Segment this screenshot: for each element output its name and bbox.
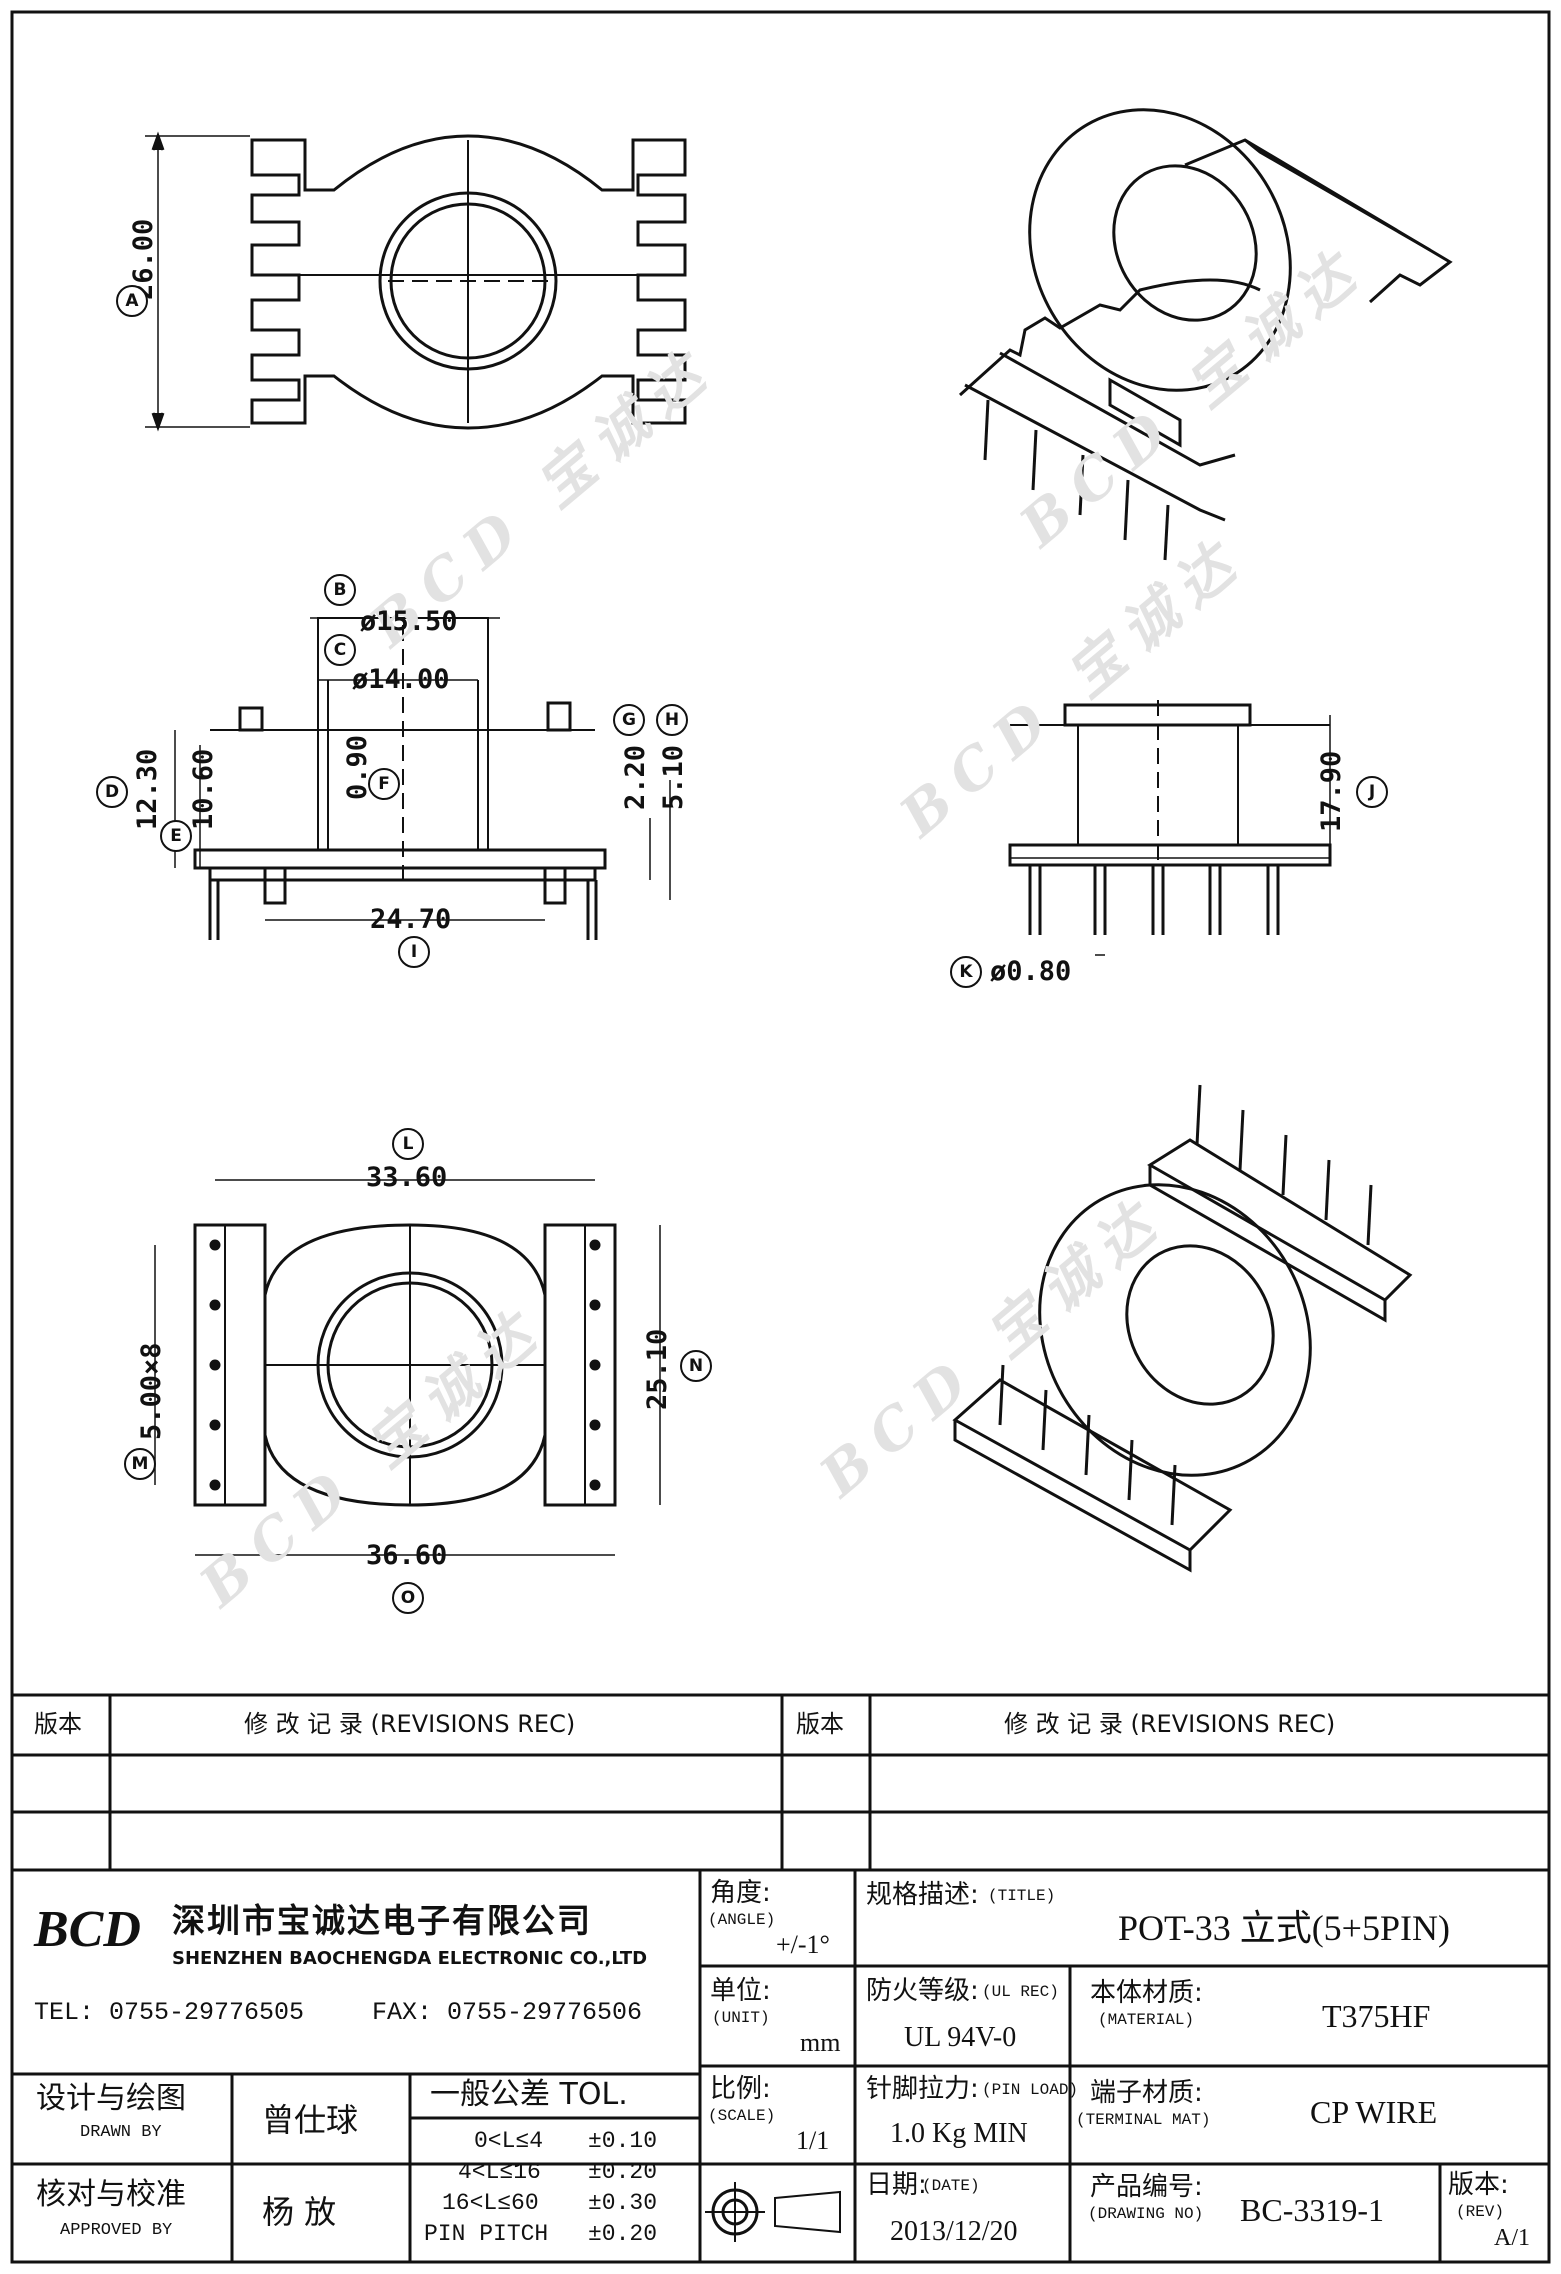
scale-en: (SCALE) xyxy=(708,2107,776,2125)
approved-by-en: APPROVED BY xyxy=(60,2221,173,2240)
drawing-no-value: BC-3319-1 xyxy=(1240,2192,1384,2228)
tolerance-range: PIN PITCH xyxy=(424,2221,549,2247)
marker-label: K xyxy=(950,956,982,988)
unit-value: mm xyxy=(800,2028,841,2057)
dimension-label: ø0.80 xyxy=(990,956,1072,987)
isometric-view-top xyxy=(958,108,1453,561)
unit-en: (UNIT) xyxy=(712,2009,770,2027)
dimension-label: ø14.00 xyxy=(352,664,450,695)
company-name-cn: 深圳市宝诚达电子有限公司 xyxy=(172,1901,592,1940)
rev-en: (REV) xyxy=(1456,2203,1505,2221)
material-value: T375HF xyxy=(1322,1998,1431,2034)
company-tel: TEL: 0755-29776505 xyxy=(34,1998,305,2027)
tolerance-value: ±0.20 xyxy=(588,2221,658,2247)
marker-label: M xyxy=(124,1448,156,1480)
date-en: (DATE) xyxy=(922,2177,980,2195)
marker-label: J xyxy=(1356,776,1388,808)
rev-value: A/1 xyxy=(1494,2225,1530,2251)
tolerance-value: ±0.20 xyxy=(588,2159,658,2185)
bottom-view xyxy=(154,1179,661,1556)
marker-label: L xyxy=(392,1128,424,1160)
terminal-en: (TERMINAL MAT) xyxy=(1076,2111,1211,2129)
material-label: 本体材质: xyxy=(1090,1978,1203,2008)
angle-label: 角度: xyxy=(710,1878,771,1908)
company-logo: BCD xyxy=(34,1901,141,1958)
pin-load-label: 针脚拉力: xyxy=(866,2074,979,2104)
scale-value: 1/1 xyxy=(796,2126,830,2155)
side-view-left xyxy=(174,617,671,940)
fire-rating-label: 防火等级: xyxy=(866,1976,979,2006)
marker-label: C xyxy=(324,634,356,666)
dimension-label: 17.90 xyxy=(1316,750,1347,832)
drawn-by-name: 曾仕球 xyxy=(262,2101,359,2139)
company-fax: FAX: 0755-29776506 xyxy=(372,1998,643,2027)
date-label: 日期: xyxy=(866,2170,927,2200)
scale-label: 比例: xyxy=(710,2074,771,2104)
marker-label: H xyxy=(656,704,688,736)
drawing-no-en: (DRAWING NO) xyxy=(1088,2205,1204,2223)
tolerance-value: ±0.10 xyxy=(588,2128,658,2154)
fire-rating-value: UL 94V-0 xyxy=(904,2022,1017,2053)
drawn-by-label: 设计与绘图 xyxy=(36,2081,186,2116)
tolerance-value: ±0.30 xyxy=(588,2190,658,2216)
date-value: 2013/12/20 xyxy=(890,2216,1018,2247)
company-name-en: SHENZHEN BAOCHENGDA ELECTRONIC CO.,LTD xyxy=(172,1948,648,1969)
isometric-view-bottom xyxy=(952,1084,1413,1573)
dimension-label: 5.00×8 xyxy=(136,1342,167,1440)
dimension-label: 5.10 xyxy=(658,744,689,810)
revision-version-header: 版本 xyxy=(796,1710,844,1738)
dimension-label: 25.10 xyxy=(642,1328,673,1410)
tolerance-range: 4<L≤16 xyxy=(458,2159,541,2185)
dimension-label: 33.60 xyxy=(366,1162,448,1193)
title-value: POT-33 立式(5+5PIN) xyxy=(1118,1908,1450,1948)
revision-record-header: 修 改 记 录 (REVISIONS REC) xyxy=(1004,1710,1336,1738)
marker-label: G xyxy=(613,704,645,736)
marker-label: D xyxy=(96,776,128,808)
title-block xyxy=(10,1868,1551,2264)
angle-en: (ANGLE) xyxy=(708,1911,776,1929)
marker-label: N xyxy=(680,1350,712,1382)
drawn-by-en: DRAWN BY xyxy=(80,2123,162,2142)
terminal-value: CP WIRE xyxy=(1310,2094,1438,2130)
fire-rating-en: (UL REC) xyxy=(982,1983,1059,2001)
marker-label: O xyxy=(392,1582,424,1614)
marker-label: A xyxy=(116,285,148,317)
dimension-label: 36.60 xyxy=(366,1540,448,1571)
pin-load-en: (PIN LOAD) xyxy=(982,2081,1079,2099)
material-en: (MATERIAL) xyxy=(1098,2011,1195,2029)
pin-load-value: 1.0 Kg MIN xyxy=(890,2118,1028,2149)
terminal-label: 端子材质: xyxy=(1090,2078,1203,2108)
dimension-label: 12.30 xyxy=(132,748,163,830)
title-en: (TITLE) xyxy=(988,1887,1056,1905)
drawing-no-label: 产品编号: xyxy=(1090,2172,1203,2202)
dimension-label: ø15.50 xyxy=(360,606,458,637)
tolerance-range: 16<L≤60 xyxy=(442,2190,539,2216)
marker-label: I xyxy=(398,936,430,968)
approved-by-label: 核对与校准 xyxy=(36,2177,186,2212)
unit-label: 单位: xyxy=(710,1976,771,2006)
angle-value: +/-1° xyxy=(776,1930,830,1959)
dimension-label: 2.20 xyxy=(620,744,651,810)
dimension-label: 24.70 xyxy=(370,904,452,935)
dimension-label: 0.90 xyxy=(342,734,373,800)
tolerance-title: 一般公差 TOL. xyxy=(430,2077,628,2112)
title-label: 规格描述: xyxy=(866,1880,979,1910)
side-view-right xyxy=(1008,700,1332,956)
tolerance-range: 0<L≤4 xyxy=(474,2128,544,2154)
front-view-top xyxy=(145,131,687,432)
revision-record-header: 修 改 记 录 (REVISIONS REC) xyxy=(244,1710,576,1738)
marker-label: B xyxy=(324,574,356,606)
marker-label: F xyxy=(368,768,400,800)
marker-label: E xyxy=(160,820,192,852)
revision-version-header: 版本 xyxy=(34,1710,82,1738)
rev-label: 版本: xyxy=(1448,2170,1509,2200)
approved-by-name: 杨 放 xyxy=(262,2193,337,2231)
dimension-label: 10.60 xyxy=(188,748,219,830)
